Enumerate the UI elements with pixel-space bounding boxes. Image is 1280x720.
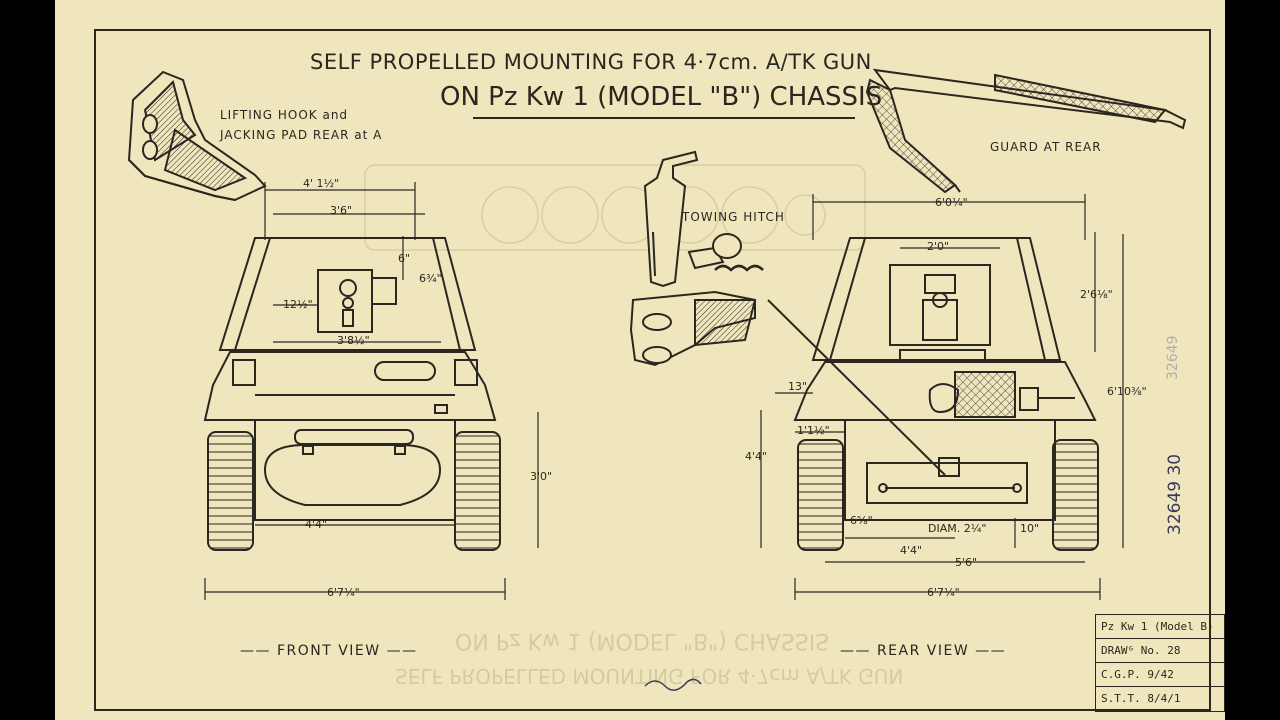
title-block-row2: DRAWᴳ No. 28 xyxy=(1096,639,1224,663)
drawing-sheet: ON Pz Kw 1 (MODEL "B") CHASSIS SELF PROP… xyxy=(55,0,1225,720)
stamp-number: 32649 30 xyxy=(1165,453,1185,535)
dim-rear-side-b: 1'1½" xyxy=(797,424,830,437)
drawing-title-line1: SELF PROPELLED MOUNTING FOR 4·7cm. A/TK … xyxy=(310,50,872,74)
lifting-hook-drawing xyxy=(127,70,267,202)
dim-rear-side-a: 13" xyxy=(788,380,808,393)
signature-scribble xyxy=(644,678,702,691)
rear-dimension-lines xyxy=(760,194,1124,600)
label-lifting-hook: LIFTING HOOK and xyxy=(220,108,349,122)
title-block-row4: S.T.T. 8/4/1 xyxy=(1101,692,1181,705)
ghost-stamp-number: 32649 xyxy=(1165,335,1181,380)
dim-front-small-b: 6¾" xyxy=(419,272,442,285)
border-frame xyxy=(94,29,1211,711)
dim-rear-track-width: 4'4" xyxy=(900,544,923,557)
dim-rear-shield-height: 2'6⅛" xyxy=(1080,288,1113,301)
dim-rear-total-height: 6'10⅜" xyxy=(1107,385,1147,398)
title-block-row3: C.G.P. 9/42 xyxy=(1096,663,1224,687)
label-rear-view: —— REAR VIEW —— xyxy=(840,643,1007,659)
dim-rear-inner-width: 2'0" xyxy=(927,240,950,253)
dim-front-small-a: 6" xyxy=(398,252,411,265)
dim-rear-track-outer: 5'6" xyxy=(955,556,978,569)
title-block: Pz Kw 1 (Model B) DRAWᴳ No. 28 C.G.P. 9/… xyxy=(1095,614,1225,712)
dim-front-track-width: 4'4" xyxy=(305,518,328,531)
label-front-view: —— FRONT VIEW —— xyxy=(240,643,418,659)
title-block-row1: Pz Kw 1 (Model B) xyxy=(1096,615,1224,639)
label-guard-at-rear: GUARD AT REAR xyxy=(990,140,1102,154)
dim-front-top-width: 4' 1½" xyxy=(303,177,340,190)
label-diam: DIAM. 2¼" xyxy=(928,522,987,535)
towing-hitch-drawing xyxy=(629,150,764,367)
dim-rear-hull-height: 4'4" xyxy=(745,450,768,463)
rear-view-drawing xyxy=(767,237,1099,551)
dim-rear-overall-width: 6'7¼" xyxy=(927,586,960,599)
dim-front-gun-offset: 12½" xyxy=(283,298,313,311)
dim-front-shield-width: 3'6" xyxy=(330,204,353,217)
label-jacking-pad: JACKING PAD REAR at A xyxy=(220,128,383,142)
label-towing-hitch: TOWING HITCH xyxy=(682,210,785,224)
dim-rear-small: 6⅝" xyxy=(850,514,873,527)
technical-drawing xyxy=(94,29,1211,711)
ghost-side-view xyxy=(364,164,866,251)
rear-guard-drawing xyxy=(865,68,1187,194)
dim-rear-top-width: 6'0¼" xyxy=(935,196,968,209)
front-view-drawing xyxy=(203,237,501,551)
dim-front-overall-width: 6'7¼" xyxy=(327,586,360,599)
dim-rear-ground: 10" xyxy=(1020,522,1040,535)
dim-front-height: 3'0" xyxy=(530,470,553,483)
drawing-title-line2: ON Pz Kw 1 (MODEL "B") CHASSIS xyxy=(440,82,883,112)
front-dimension-lines xyxy=(204,182,539,600)
dim-front-mantlet-width: 3'8½" xyxy=(337,334,370,347)
